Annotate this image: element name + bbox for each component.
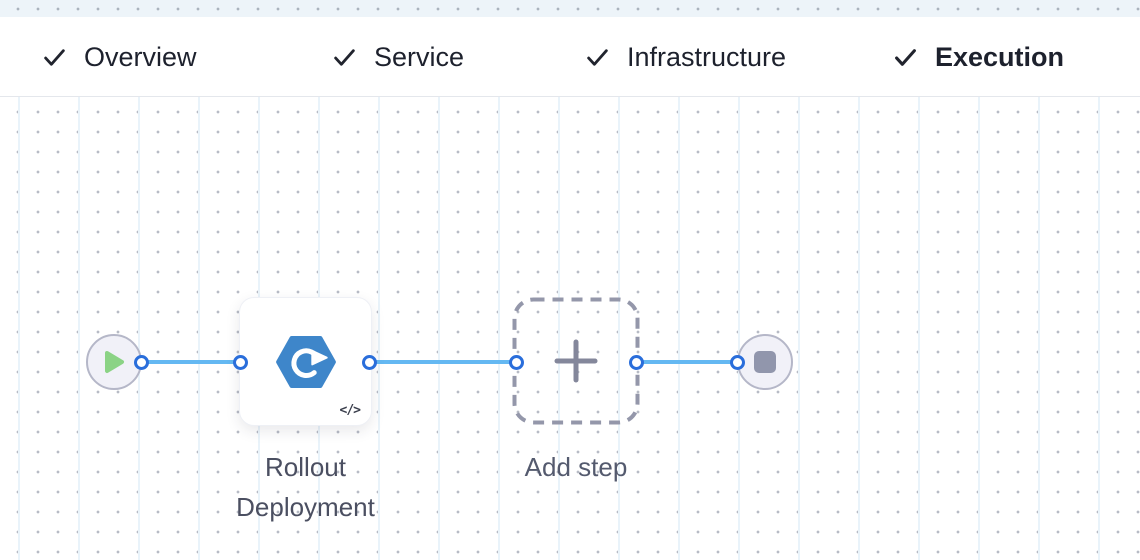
check-icon — [44, 48, 65, 66]
edge-step-to-addstep — [369, 360, 516, 364]
pipeline-start-node[interactable] — [86, 334, 142, 390]
tab-service-label: Service — [374, 41, 465, 72]
edge-addstep-to-end — [636, 360, 737, 364]
stage-setup-tabbar: Overview Service Infrastructure Executio… — [0, 17, 1140, 114]
plus-icon — [554, 339, 598, 383]
execution-pipeline-canvas[interactable]: </> Rollout Deployment Add step — [0, 97, 1140, 560]
stop-icon — [754, 351, 776, 373]
add-step-node[interactable] — [512, 297, 640, 425]
tab-infrastructure[interactable]: Infrastructure — [585, 17, 786, 97]
k8s-rolling-deployment-icon — [275, 335, 336, 388]
pipeline-end-node[interactable] — [737, 334, 793, 390]
port-step-out[interactable] — [361, 355, 377, 370]
tab-overview[interactable]: Overview — [42, 17, 197, 97]
check-icon — [334, 48, 355, 66]
add-step-label: Add step — [524, 452, 628, 482]
step-label-rollout-deployment: Rollout Deployment — [236, 452, 375, 522]
code-icon: </> — [339, 403, 362, 418]
port-step-in[interactable] — [232, 355, 248, 370]
port-addstep-out[interactable] — [628, 355, 644, 370]
dashed-placeholder-border — [512, 297, 640, 425]
tab-execution[interactable]: Execution — [893, 17, 1064, 97]
port-end-in[interactable] — [729, 355, 745, 370]
step-node-rollout-deployment[interactable]: </> — [239, 297, 372, 426]
tab-overview-label: Overview — [84, 41, 197, 72]
tab-service[interactable]: Service — [332, 17, 464, 97]
tab-execution-label: Execution — [935, 41, 1065, 72]
check-icon — [895, 48, 916, 66]
top-canvas-strip — [0, 0, 1140, 17]
check-icon — [587, 48, 608, 66]
port-addstep-in[interactable] — [508, 355, 524, 370]
edge-start-to-step — [141, 360, 240, 364]
play-icon — [105, 351, 124, 373]
tab-infrastructure-label: Infrastructure — [627, 41, 787, 72]
port-start-out[interactable] — [133, 355, 149, 370]
